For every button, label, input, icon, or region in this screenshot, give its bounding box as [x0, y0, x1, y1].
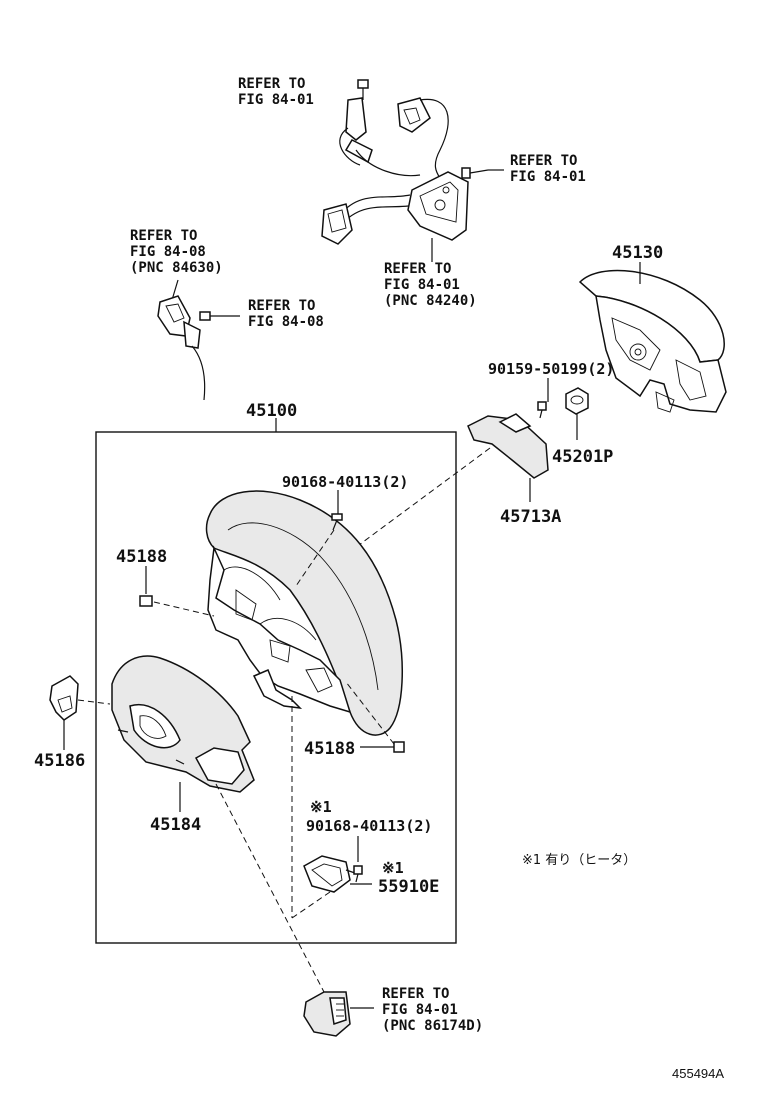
label-refer-fig-84-01-pnc-86174d: REFER TO FIG 84-01 (PNC 86174D) [382, 986, 483, 1034]
label-refer-fig-84-08-pnc-84630: REFER TO FIG 84-08 (PNC 84630) [130, 228, 223, 276]
lower-cover-45184 [111, 655, 255, 812]
nut-45201p-illustration [565, 387, 589, 440]
label-45186: 45186 [34, 751, 85, 771]
heater-ecu-55910e-illustration [291, 855, 372, 919]
label-45188-lower: 45188 [304, 739, 355, 759]
clip-45186-illustration [49, 675, 111, 750]
label-refer-fig-84-08: REFER TO FIG 84-08 [248, 298, 324, 330]
cable-harness-illustration [321, 79, 504, 262]
horn-switch-cable-illustration [157, 279, 240, 401]
note-heater: ※1 有り（ヒータ） [522, 853, 636, 868]
diagram-id: 455494A [672, 1066, 724, 1081]
label-mark-1-a: ※1 [310, 798, 332, 816]
label-90168-40113-lower: 90168-40113(2) [306, 817, 432, 835]
label-45184: 45184 [150, 815, 201, 835]
label-45100: 45100 [246, 401, 297, 421]
screw-90168-40113-top-illustration [295, 490, 343, 587]
cover-45713a-illustration [467, 413, 549, 502]
label-90168-40113-top: 90168-40113(2) [282, 473, 408, 491]
label-45188-left: 45188 [116, 547, 167, 567]
label-refer-fig-84-01-right: REFER TO FIG 84-01 [510, 153, 586, 185]
label-45130: 45130 [612, 243, 663, 263]
bolt-45188-left-illustration [139, 566, 215, 617]
label-90159-50199: 90159-50199(2) [488, 360, 614, 378]
label-45201p: 45201P [552, 447, 613, 467]
assembly-box-45100 [95, 418, 457, 944]
label-refer-fig-84-01-top: REFER TO FIG 84-01 [238, 76, 314, 108]
label-45713a: 45713A [500, 507, 561, 527]
steering-switch-86174d-illustration [303, 991, 374, 1037]
label-refer-fig-84-01-pnc-84240: REFER TO FIG 84-01 (PNC 84240) [384, 261, 477, 309]
label-55910e: 55910E [378, 877, 439, 897]
bolt-90159-50199-illustration [537, 378, 549, 419]
label-mark-1-b: ※1 [382, 859, 404, 877]
steering-wheel-45100 [205, 490, 403, 736]
airbag-module-45130 [578, 262, 727, 413]
